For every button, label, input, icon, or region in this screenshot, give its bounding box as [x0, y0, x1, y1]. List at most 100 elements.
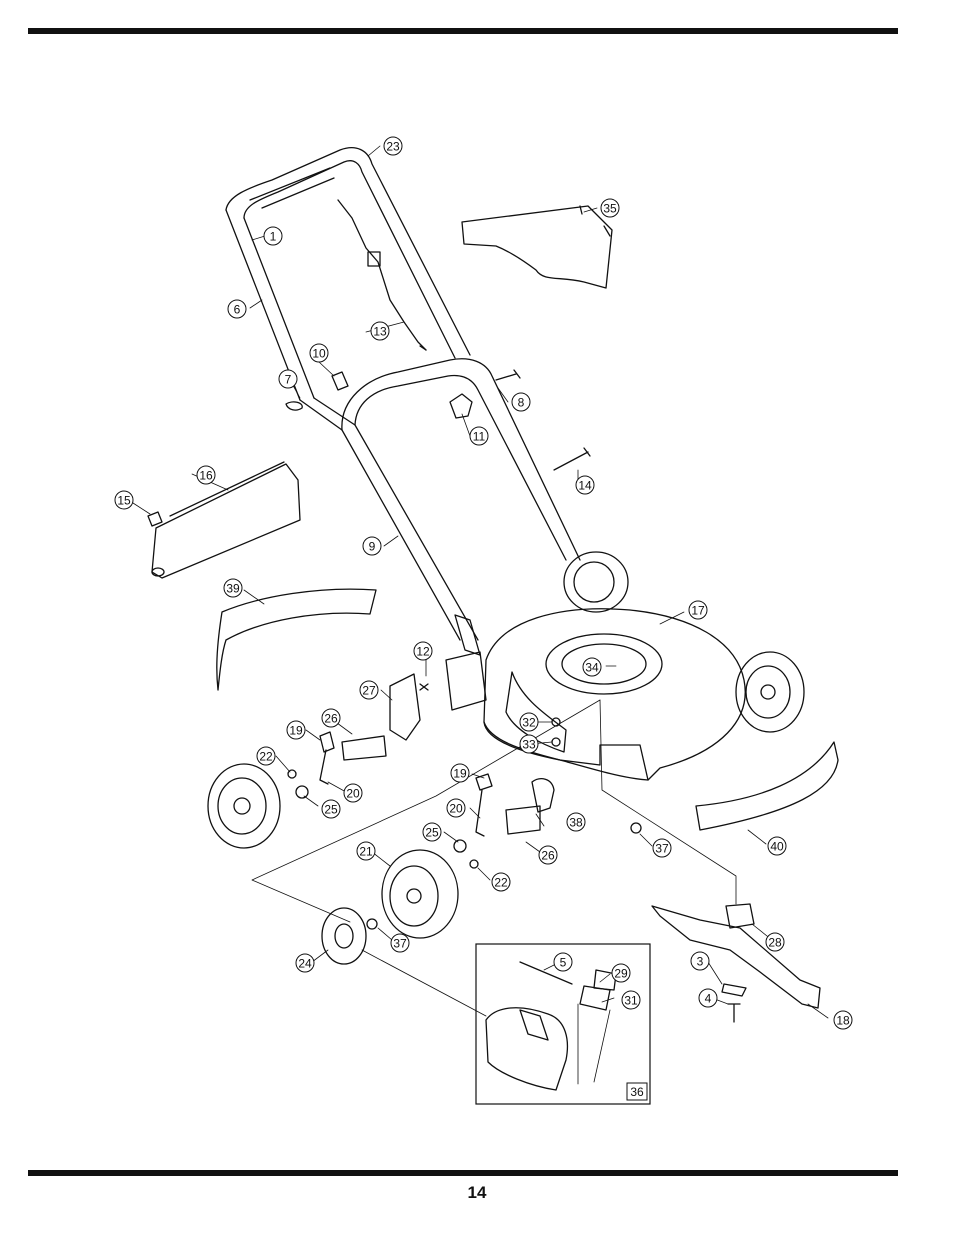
- callout-31: 31: [621, 990, 641, 1010]
- svg-text:21: 21: [359, 845, 373, 859]
- rear-wheel-top: [563, 551, 629, 613]
- callout-5: 5: [553, 952, 573, 972]
- svg-text:16: 16: [199, 469, 213, 483]
- callout-40: 40: [767, 836, 787, 856]
- callout-7: 7: [278, 369, 298, 389]
- bolt-part-25b: [453, 839, 467, 853]
- axle-bracket-26a: [341, 735, 387, 761]
- svg-text:27: 27: [362, 684, 376, 698]
- knob-part-10: [331, 371, 349, 391]
- front-wheel-21: [381, 849, 459, 939]
- callout-14: 14: [575, 475, 595, 495]
- svg-text:22: 22: [494, 876, 508, 890]
- svg-text:37: 37: [655, 842, 669, 856]
- blade-part: [651, 903, 821, 1009]
- callout-28: 28: [765, 932, 785, 952]
- knob-part-11: [449, 393, 473, 419]
- svg-text:39: 39: [226, 582, 240, 596]
- callout-1: 1: [263, 226, 283, 246]
- spring-part-12: [419, 683, 429, 691]
- control-cable: [337, 199, 427, 351]
- bag-cover-part: [461, 205, 613, 289]
- rod-part-14: [553, 447, 591, 471]
- svg-text:38: 38: [569, 816, 583, 830]
- rear-wheel-right: [735, 651, 805, 733]
- nut-part-37b: [366, 918, 378, 930]
- height-adjuster-27: [389, 673, 421, 741]
- callout-19b: 19: [450, 763, 470, 783]
- rear-flap-part: [151, 461, 301, 579]
- svg-text:23: 23: [386, 140, 400, 154]
- svg-text:4: 4: [705, 992, 712, 1006]
- callout-arrows: [132, 145, 829, 1019]
- clip-part-7: [285, 401, 303, 411]
- callout-13: 13: [370, 321, 390, 341]
- svg-text:32: 32: [522, 716, 536, 730]
- svg-text:1: 1: [270, 230, 277, 244]
- svg-text:12: 12: [416, 645, 430, 659]
- svg-text:40: 40: [770, 840, 784, 854]
- svg-text:25: 25: [324, 803, 338, 817]
- callout-18: 18: [833, 1010, 853, 1030]
- mower-deck: [445, 608, 746, 781]
- callout-35: 35: [600, 198, 620, 218]
- svg-text:18: 18: [836, 1014, 850, 1028]
- svg-text:20: 20: [449, 802, 463, 816]
- callout-22b: 22: [491, 872, 511, 892]
- inset-label: 36: [630, 1085, 644, 1099]
- callout-3: 3: [690, 951, 710, 971]
- callout-39: 39: [223, 578, 243, 598]
- hubcap-24: [321, 907, 367, 965]
- svg-text:31: 31: [624, 994, 638, 1008]
- svg-text:34: 34: [585, 661, 599, 675]
- callout-16: 16: [196, 465, 216, 485]
- svg-text:29: 29: [614, 967, 628, 981]
- callout-27: 27: [359, 680, 379, 700]
- svg-text:19: 19: [453, 767, 467, 781]
- svg-text:37: 37: [393, 937, 407, 951]
- callout-24: 24: [295, 953, 315, 973]
- callout-26b: 26: [538, 845, 558, 865]
- lever-part-19a: [319, 731, 335, 753]
- callout-17: 17: [688, 600, 708, 620]
- clip-part-15: [147, 511, 163, 527]
- svg-text:10: 10: [312, 347, 326, 361]
- svg-text:8: 8: [518, 396, 525, 410]
- svg-text:33: 33: [522, 738, 536, 752]
- bolt-part-4: [727, 1003, 741, 1023]
- callout-4: 4: [698, 988, 718, 1008]
- top-rule: [28, 28, 898, 34]
- page-number: 14: [467, 1183, 487, 1202]
- bottom-rule: [28, 1170, 898, 1176]
- bolt-part-33: [551, 737, 561, 747]
- svg-text:26: 26: [541, 849, 555, 863]
- callouts: 1 3 4 5 6 7 8 9 10 11 12 13 14 15 16 17 …: [114, 136, 853, 1030]
- svg-text:5: 5: [560, 956, 567, 970]
- washer-part-3: [721, 983, 747, 997]
- upper-handle: [225, 147, 471, 401]
- leader-lines: [251, 699, 737, 1085]
- svg-text:15: 15: [117, 494, 131, 508]
- bolt-part-25a: [295, 785, 309, 799]
- svg-text:35: 35: [603, 202, 617, 216]
- callout-33: 33: [519, 734, 539, 754]
- svg-text:22: 22: [259, 750, 273, 764]
- callout-15: 15: [114, 490, 134, 510]
- callout-9: 9: [362, 536, 382, 556]
- callout-12: 12: [413, 641, 433, 661]
- svg-text:6: 6: [234, 303, 241, 317]
- lever-part-20a: [319, 749, 329, 785]
- callout-29: 29: [611, 963, 631, 983]
- svg-text:20: 20: [346, 787, 360, 801]
- callout-11: 11: [469, 426, 489, 446]
- lever-part-20b: [475, 789, 485, 837]
- svg-text:25: 25: [425, 826, 439, 840]
- inset-mulch-plug: [485, 961, 617, 1091]
- callout-22a: 22: [256, 746, 276, 766]
- svg-text:24: 24: [298, 957, 312, 971]
- svg-text:9: 9: [369, 540, 376, 554]
- nut-part-37a: [630, 822, 642, 834]
- callout-8: 8: [511, 392, 531, 412]
- callout-38: 38: [566, 812, 586, 832]
